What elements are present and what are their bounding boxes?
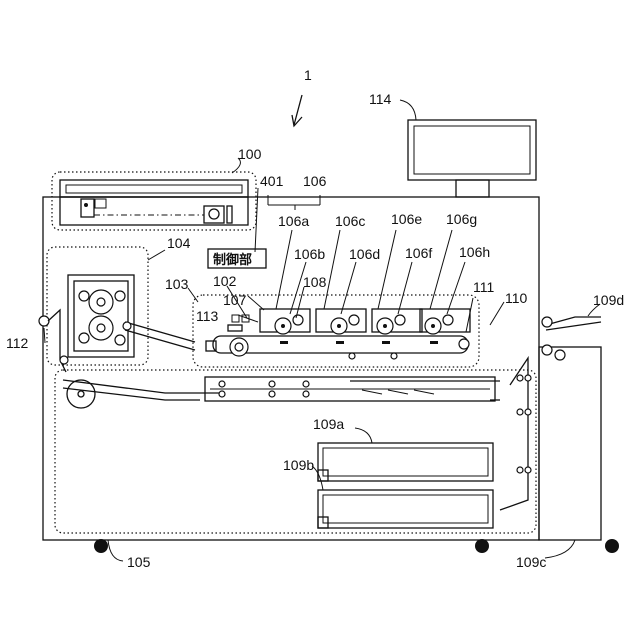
label-106d: 106d [349, 246, 380, 262]
side-unit [539, 317, 601, 540]
label-100: 100 [238, 146, 262, 162]
label-107: 107 [223, 292, 247, 308]
label-109b: 109b [283, 457, 314, 473]
control-unit: 制御部 [208, 249, 266, 268]
label-106: 106 [303, 173, 327, 189]
label-109c: 109c [516, 554, 546, 570]
tray-109b [318, 490, 493, 528]
label-401: 401 [260, 173, 284, 189]
label-110: 110 [505, 290, 528, 306]
label-106g: 106g [446, 211, 477, 227]
label-109a: 109a [313, 416, 344, 432]
lower-feed-area [55, 358, 536, 533]
label-106h: 106h [459, 244, 490, 260]
label-103: 103 [165, 276, 189, 292]
label-105: 105 [127, 554, 151, 570]
tray-109a [318, 443, 493, 481]
reader-unit [52, 172, 256, 230]
label-104: 104 [167, 235, 191, 251]
label-106c: 106c [335, 213, 365, 229]
control-unit-label: 制御部 [213, 252, 252, 267]
label-112: 112 [6, 335, 29, 351]
label-106e: 106e [391, 211, 422, 227]
label-114: 114 [369, 91, 392, 107]
fixing-unit [47, 247, 148, 365]
label-106b: 106b [294, 246, 325, 262]
label-113: 113 [196, 308, 219, 324]
label-106a: 106a [278, 213, 309, 229]
label-108: 108 [303, 274, 327, 290]
label-102: 102 [213, 273, 237, 289]
display-panel [408, 120, 536, 197]
feet [94, 539, 619, 553]
label-111: 111 [473, 279, 494, 295]
label-1: 1 [304, 67, 312, 83]
label-106f: 106f [405, 245, 432, 261]
label-109d: 109d [593, 292, 624, 308]
